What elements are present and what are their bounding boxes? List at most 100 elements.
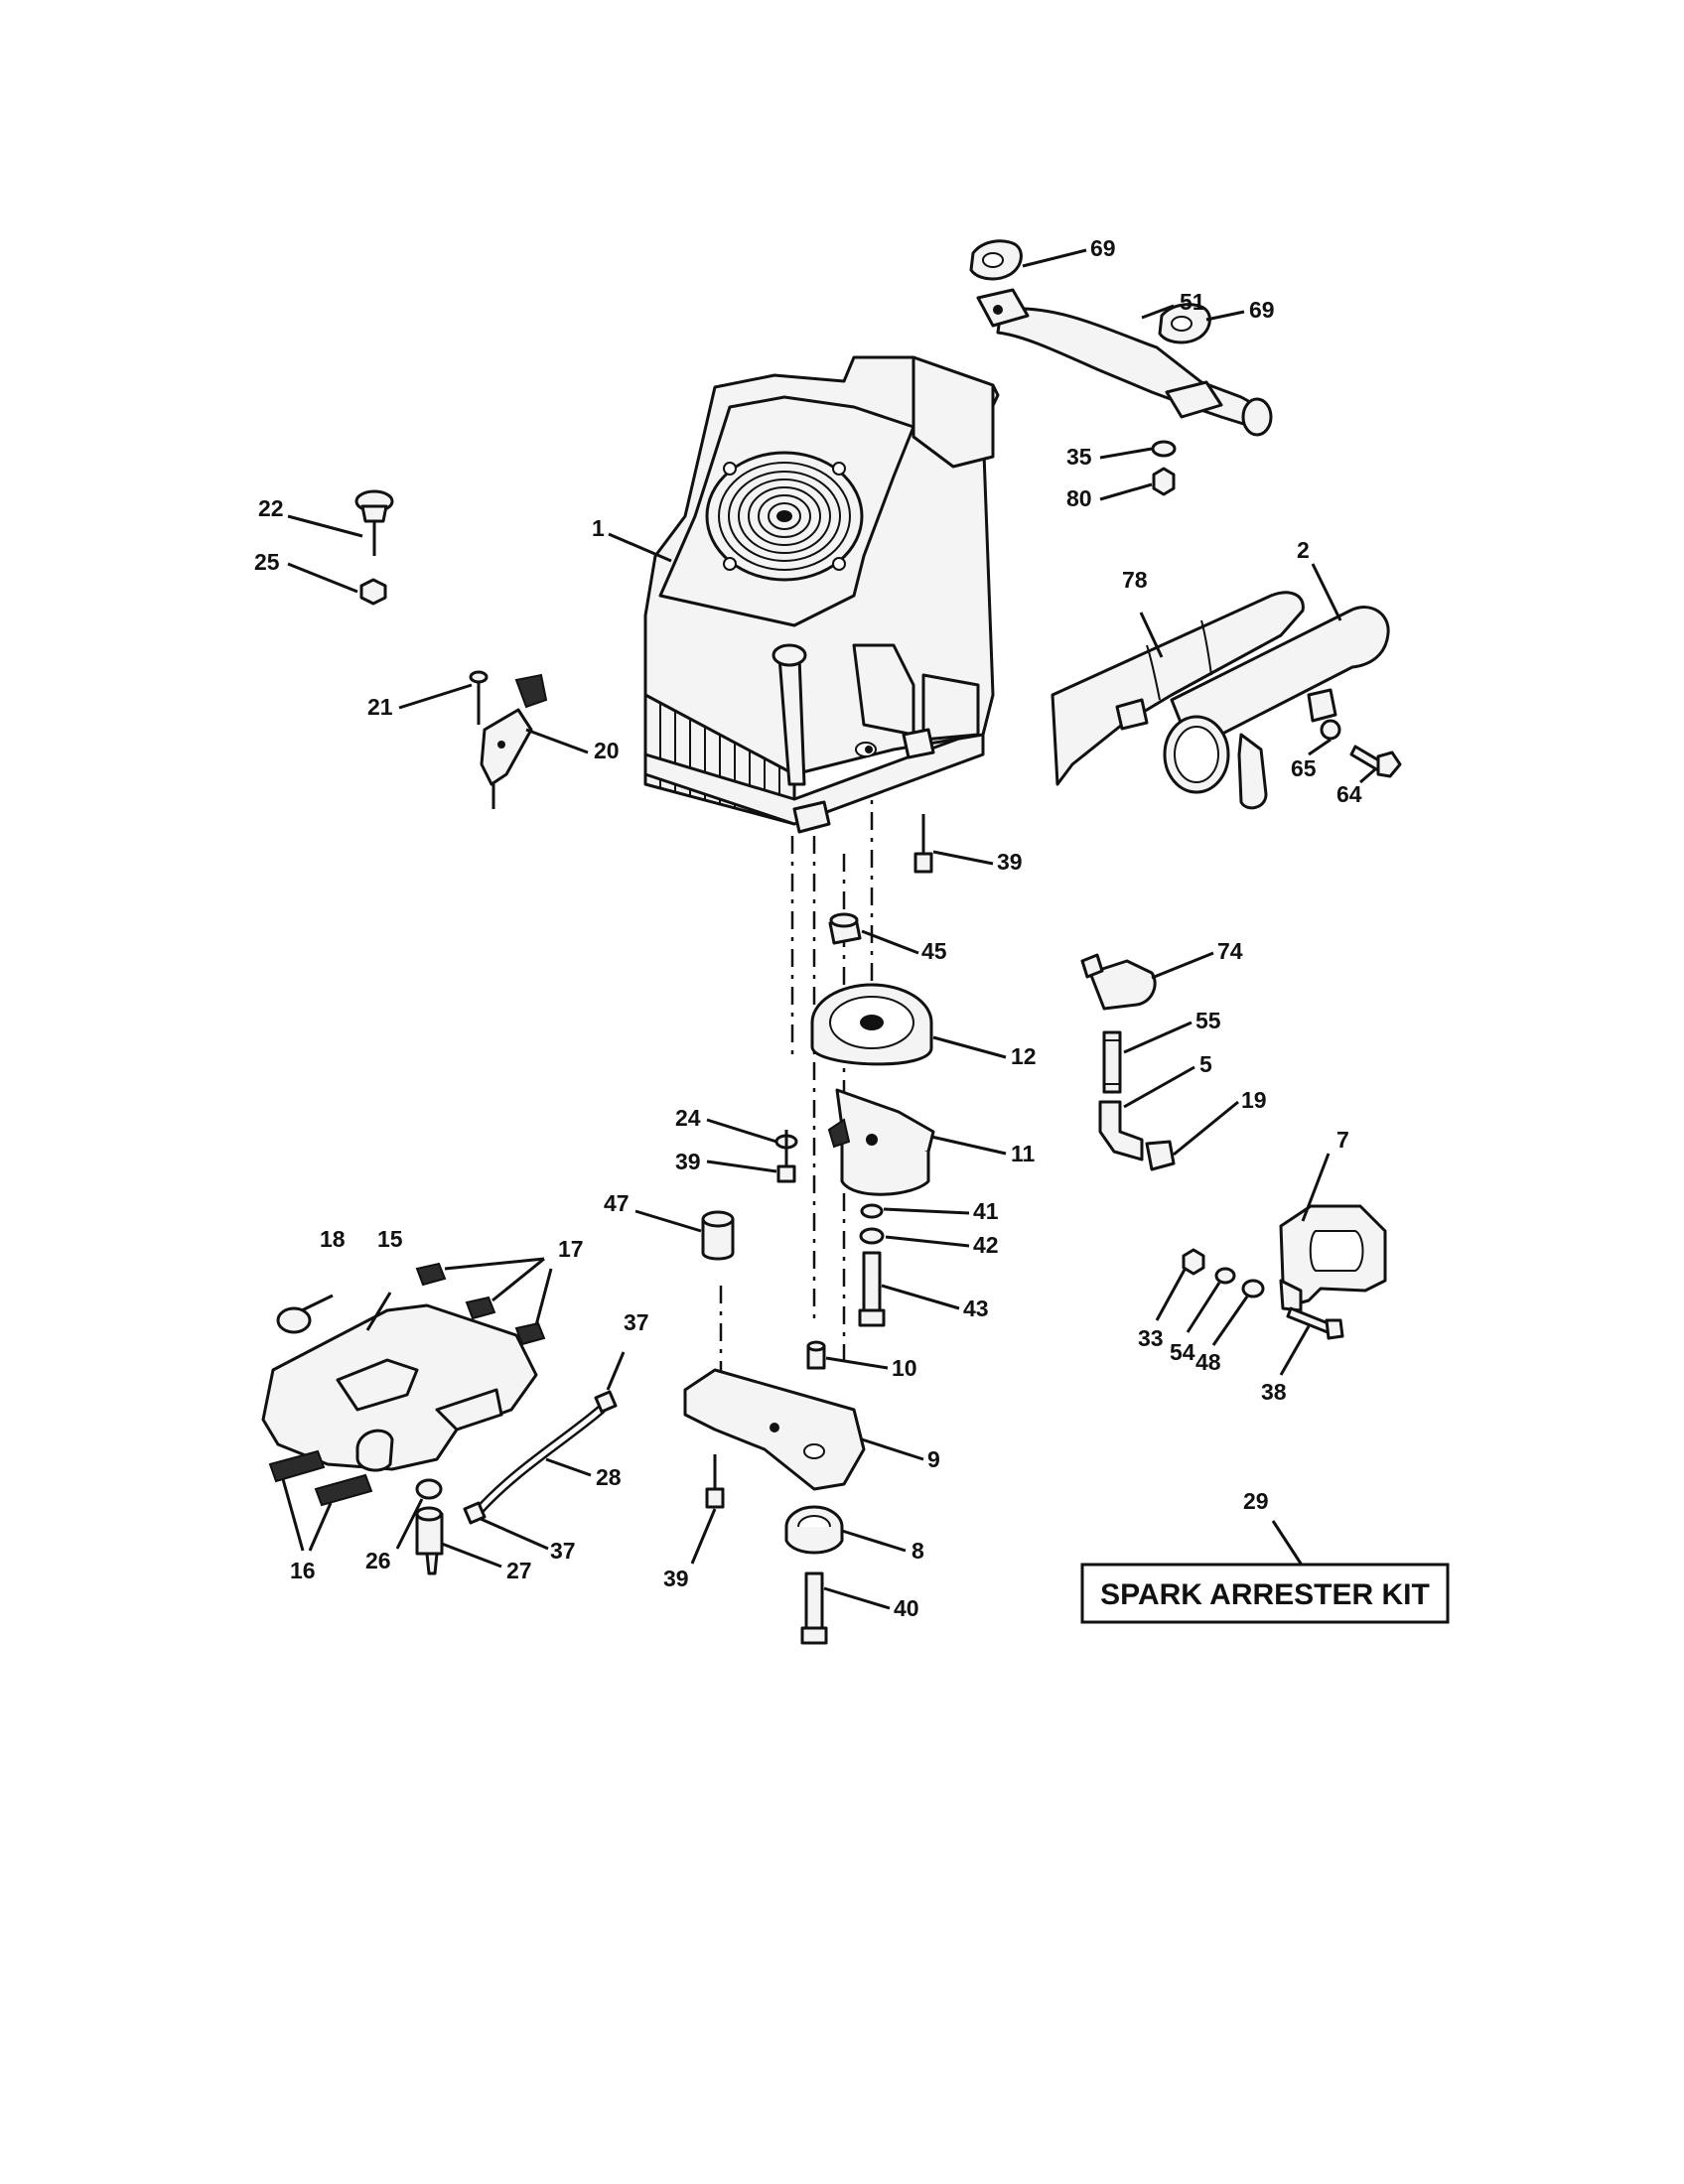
screw-39-lower bbox=[705, 1454, 725, 1509]
callout-48: 48 bbox=[1195, 1349, 1221, 1375]
pad-16b bbox=[314, 1473, 373, 1507]
callout-47: 47 bbox=[604, 1190, 630, 1216]
washer-54 bbox=[1214, 1267, 1236, 1285]
nut-33 bbox=[1182, 1248, 1205, 1276]
callout-8: 8 bbox=[912, 1538, 924, 1564]
callout-64: 64 bbox=[1336, 781, 1362, 807]
pulley-12 bbox=[810, 983, 933, 1066]
callout-40: 40 bbox=[894, 1595, 919, 1621]
callout-37-upper: 37 bbox=[624, 1309, 649, 1335]
idler-bracket-9 bbox=[683, 1368, 866, 1491]
callout-33: 33 bbox=[1138, 1325, 1164, 1351]
callout-37-lower: 37 bbox=[550, 1538, 576, 1564]
callout-18: 18 bbox=[320, 1226, 346, 1252]
callout-51: 51 bbox=[1180, 289, 1205, 315]
callout-21: 21 bbox=[367, 694, 393, 720]
idler-pulley-8 bbox=[784, 1505, 844, 1555]
callout-17: 17 bbox=[558, 1236, 584, 1262]
bolt-38 bbox=[1286, 1306, 1344, 1340]
nipple-55 bbox=[1102, 1030, 1122, 1094]
gasket-69-right bbox=[1158, 303, 1211, 344]
callout-80: 80 bbox=[1066, 485, 1092, 511]
spacer-47 bbox=[701, 1210, 735, 1261]
nut-80 bbox=[1152, 467, 1176, 496]
plug-19 bbox=[1145, 1140, 1176, 1171]
muffler-2 bbox=[1163, 606, 1390, 810]
callout-19: 19 bbox=[1241, 1087, 1267, 1113]
callout-42: 42 bbox=[973, 1232, 999, 1258]
pad-17b bbox=[465, 1296, 496, 1320]
electric-clutch-11 bbox=[827, 1088, 935, 1196]
callout-29: 29 bbox=[1243, 1488, 1269, 1514]
callout-2: 2 bbox=[1297, 537, 1310, 563]
callout-74: 74 bbox=[1217, 938, 1243, 964]
clamp-37-lower bbox=[463, 1501, 487, 1525]
throttle-bracket-20 bbox=[480, 673, 548, 809]
callout-39-upper: 39 bbox=[997, 849, 1023, 875]
callout-labels: 1 2 78 69 51 69 35 80 22 25 21 20 65 64 … bbox=[254, 235, 1362, 1621]
callout-54: 54 bbox=[1170, 1339, 1195, 1365]
elbow-5 bbox=[1098, 1100, 1144, 1161]
callout-9: 9 bbox=[927, 1446, 940, 1472]
knob-22 bbox=[354, 489, 394, 556]
elbow-74 bbox=[1080, 953, 1157, 1011]
callout-38: 38 bbox=[1261, 1379, 1287, 1405]
pad-17a bbox=[415, 1262, 447, 1287]
spark-arrester-kit-label: SPARK ARRESTER KIT bbox=[1100, 1578, 1430, 1611]
screw-39-middle bbox=[776, 1130, 796, 1183]
callout-12: 12 bbox=[1011, 1043, 1037, 1069]
fuel-cap-18 bbox=[276, 1306, 312, 1334]
callout-69-right: 69 bbox=[1249, 297, 1275, 323]
callout-22: 22 bbox=[258, 495, 284, 521]
pad-16a bbox=[268, 1449, 326, 1483]
washer-48 bbox=[1241, 1279, 1265, 1298]
callout-7: 7 bbox=[1336, 1127, 1349, 1153]
callout-26: 26 bbox=[365, 1548, 391, 1573]
callout-11: 11 bbox=[1011, 1141, 1036, 1166]
spacer-45 bbox=[828, 912, 862, 945]
screw-21 bbox=[469, 670, 489, 725]
screw-64 bbox=[1349, 745, 1402, 778]
spark-arrester-kit-box: SPARK ARRESTER KIT bbox=[1080, 1563, 1450, 1624]
callout-25: 25 bbox=[254, 549, 280, 575]
heat-shield-78 bbox=[1051, 591, 1305, 786]
nut-25 bbox=[359, 578, 387, 606]
exhaust-manifold-51 bbox=[976, 288, 1273, 437]
callout-10: 10 bbox=[892, 1355, 917, 1381]
callout-65: 65 bbox=[1291, 755, 1317, 781]
bushing-10 bbox=[806, 1340, 826, 1370]
callout-16: 16 bbox=[290, 1558, 316, 1583]
bracket-7 bbox=[1279, 1204, 1387, 1312]
washer-42 bbox=[859, 1227, 885, 1245]
gasket-69-top bbox=[969, 239, 1023, 281]
callout-1: 1 bbox=[592, 515, 605, 541]
callout-45: 45 bbox=[921, 938, 947, 964]
callout-41: 41 bbox=[973, 1198, 999, 1224]
callout-69-top: 69 bbox=[1090, 235, 1116, 261]
fuel-valve-27 bbox=[415, 1506, 444, 1575]
callout-39-lower: 39 bbox=[663, 1566, 689, 1591]
fuel-line-28 bbox=[474, 1405, 606, 1516]
callout-43: 43 bbox=[963, 1296, 989, 1321]
callout-35: 35 bbox=[1066, 444, 1092, 470]
engine-1 bbox=[643, 355, 1000, 834]
bolt-43 bbox=[858, 1251, 886, 1327]
callout-5: 5 bbox=[1199, 1051, 1212, 1077]
bushing-26 bbox=[415, 1478, 443, 1500]
washer-41 bbox=[860, 1203, 884, 1219]
callout-39-middle: 39 bbox=[675, 1149, 701, 1174]
callout-55: 55 bbox=[1195, 1008, 1221, 1033]
callout-28: 28 bbox=[596, 1464, 622, 1490]
fuel-tank-15 bbox=[261, 1303, 538, 1472]
callout-27: 27 bbox=[506, 1558, 532, 1583]
screw-39-upper bbox=[913, 814, 933, 874]
washer-35 bbox=[1151, 440, 1177, 458]
bolt-40 bbox=[800, 1571, 828, 1645]
callout-20: 20 bbox=[594, 738, 620, 763]
leader-lines bbox=[281, 248, 1376, 1610]
lock-washer-65 bbox=[1320, 719, 1341, 741]
clamp-37-upper bbox=[594, 1390, 618, 1414]
callout-15: 15 bbox=[377, 1226, 403, 1252]
callout-78: 78 bbox=[1122, 567, 1148, 593]
